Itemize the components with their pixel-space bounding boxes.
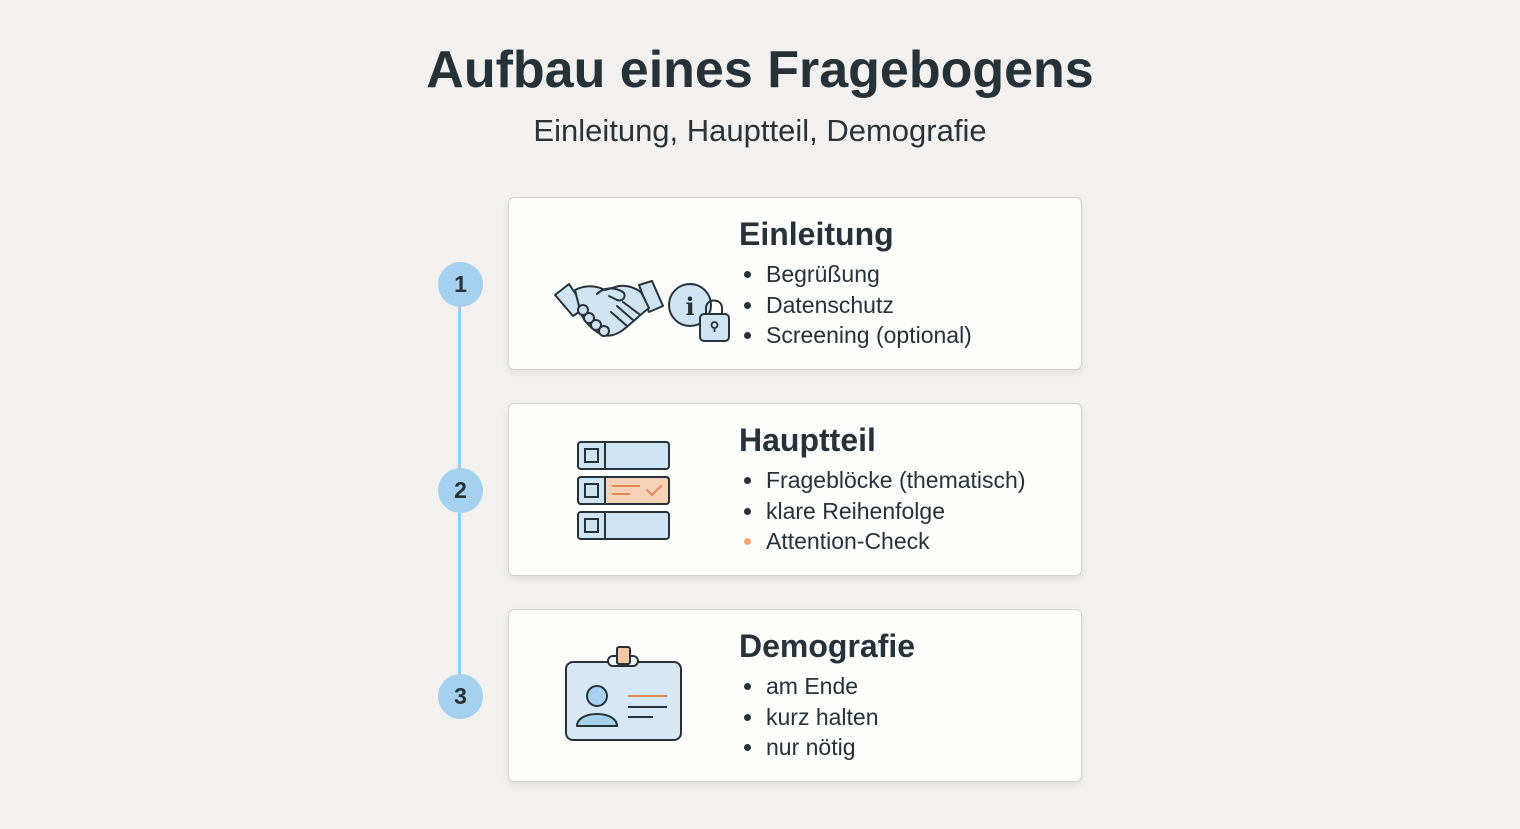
handshake-icon: i <box>539 228 739 343</box>
list-item: nur nötig <box>739 732 915 763</box>
step-number-2: 2 <box>438 468 483 513</box>
list-item: klare Reihenfolge <box>739 496 1026 527</box>
card-content: Einleitung Begrüßung Datenschutz Screeni… <box>739 216 972 351</box>
card-content: Demografie am Ende kurz halten nur nötig <box>739 628 915 763</box>
list-item: Screening (optional) <box>739 320 972 351</box>
bullet-icon <box>744 744 751 751</box>
list-item-highlighted: Attention-Check <box>739 526 1026 557</box>
bullet-icon <box>744 683 751 690</box>
id-badge-icon <box>539 640 739 755</box>
list-item: Frageblöcke (thematisch) <box>739 465 1026 496</box>
page-subtitle: Einleitung, Hauptteil, Demografie <box>533 113 987 148</box>
step-number-3: 3 <box>438 674 483 719</box>
card-title: Einleitung <box>739 216 894 252</box>
step-card-hauptteil: Hauptteil Frageblöcke (thematisch) klare… <box>508 403 1082 576</box>
bullet-icon <box>744 271 751 278</box>
step-number-1: 1 <box>438 262 483 307</box>
list-item: kurz halten <box>739 702 915 733</box>
list-item: Begrüßung <box>739 259 972 290</box>
step-card-einleitung: i Einleitung Begrüßung Datenschutz Scree… <box>508 197 1082 370</box>
checklist-blocks-icon <box>539 434 739 549</box>
bullet-icon <box>744 332 751 339</box>
svg-text:i: i <box>685 292 694 321</box>
card-bullet-list: am Ende kurz halten nur nötig <box>739 671 915 763</box>
card-content: Hauptteil Frageblöcke (thematisch) klare… <box>739 422 1026 557</box>
bullet-icon <box>744 301 751 309</box>
bullet-accent-icon <box>744 538 751 545</box>
page-title: Aufbau eines Fragebogens <box>426 41 1094 99</box>
bullet-icon <box>744 477 751 484</box>
list-item: Datenschutz <box>739 290 972 321</box>
bullet-icon <box>744 713 751 721</box>
card-title: Demografie <box>739 628 916 664</box>
list-item: am Ende <box>739 671 915 702</box>
card-bullet-list: Begrüßung Datenschutz Screening (optiona… <box>739 259 972 351</box>
bullet-icon <box>744 507 751 515</box>
card-bullet-list: Frageblöcke (thematisch) klare Reihenfol… <box>739 465 1026 557</box>
card-title: Hauptteil <box>739 422 876 458</box>
step-card-demografie: Demografie am Ende kurz halten nur nötig <box>508 609 1082 782</box>
